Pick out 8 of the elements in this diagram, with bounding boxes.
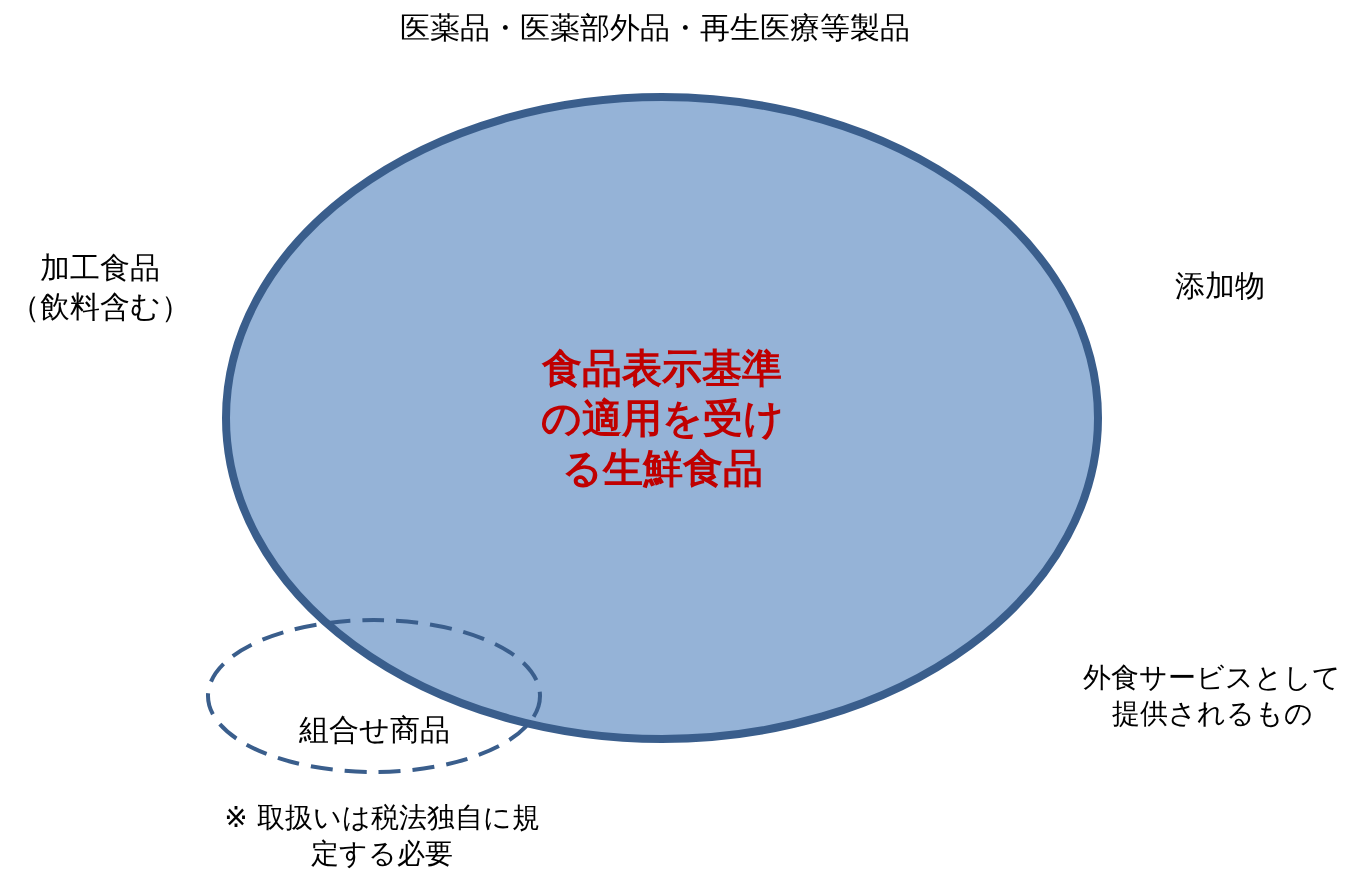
category-label: 加工食品（飲料含む） [8, 249, 192, 326]
category-label: 外食サービスとして提供されるもの [1082, 660, 1342, 733]
node-label: 組合せ商品 [298, 711, 450, 749]
dashed-ellipse [206, 618, 542, 774]
category-label: ※ 取扱いは税法独自に規定する必要 [223, 800, 541, 870]
category-label: 医薬品・医薬部外品・再生医療等製品 [399, 9, 911, 47]
category-label: 添加物 [1174, 267, 1266, 305]
node-label: 食品表示基準の適用を受ける生鮮食品 [539, 344, 785, 493]
